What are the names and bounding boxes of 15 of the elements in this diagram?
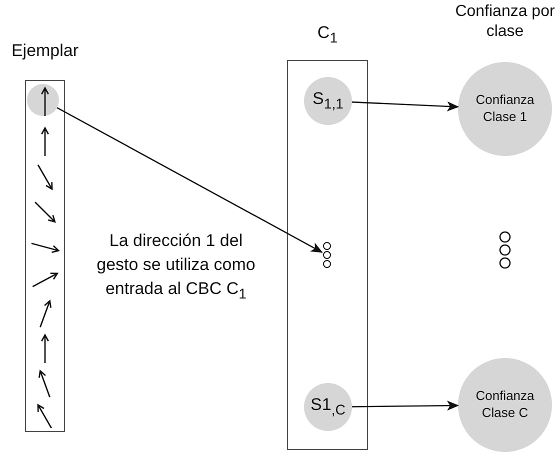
ellipsis-icon (322, 241, 332, 269)
confidence-circle (304, 77, 352, 125)
column-heading: Ejemplar (11, 41, 79, 61)
arrow (56, 107, 323, 253)
circle-label: Confianza Clase C (474, 388, 536, 422)
confidence-circle (304, 383, 352, 431)
circle-label: S1$_{,C}$ (310, 394, 346, 420)
column-heading: Confianza por clase (455, 2, 555, 42)
highlight-circle (27, 84, 59, 116)
arrow (352, 400, 459, 411)
arrow (352, 101, 460, 112)
circle-label: S$_{1,1}$ (311, 88, 345, 114)
circle-label: Confianza Clase 1 (474, 92, 536, 126)
note-text: La dirección 1 del gesto se utiliza como entrada al CBC C$_{1}$ (96, 230, 256, 304)
column-heading: C$_{1}$ (317, 23, 338, 46)
